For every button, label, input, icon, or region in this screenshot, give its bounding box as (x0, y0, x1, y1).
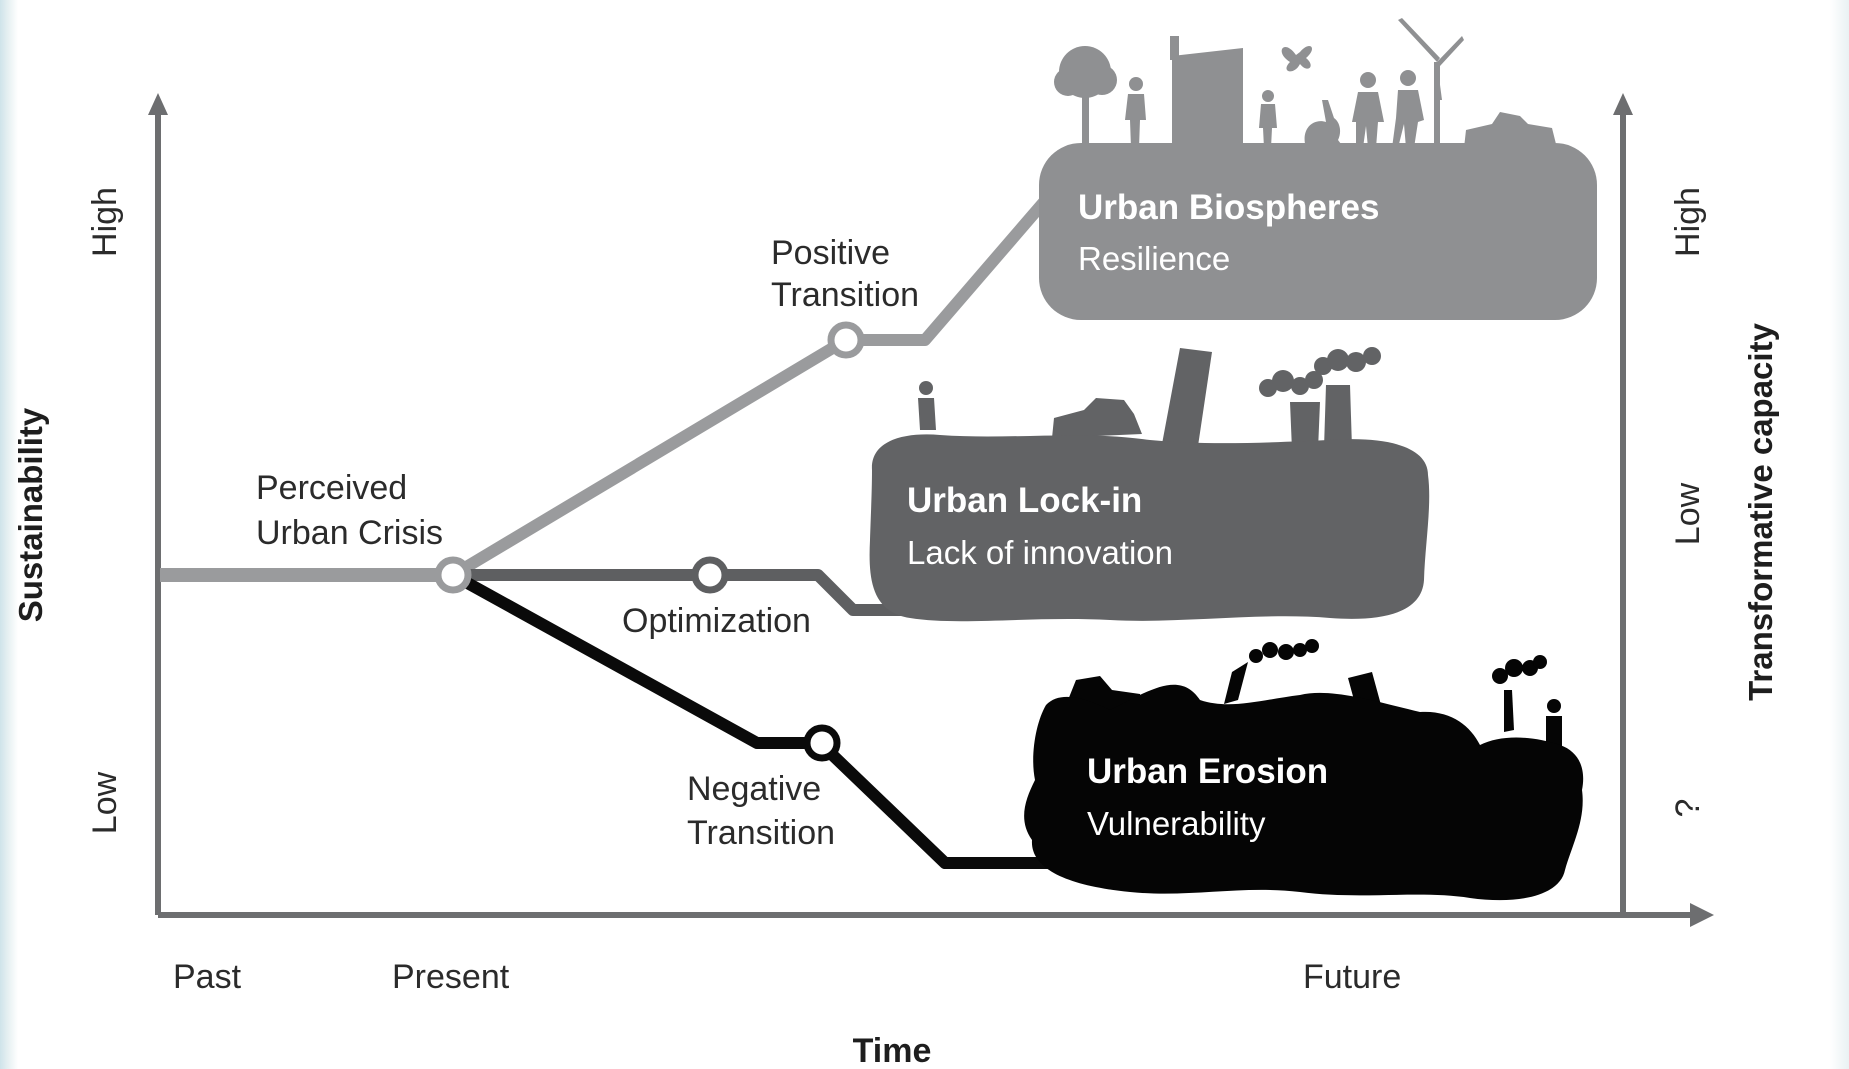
x-axis-title: Time (853, 1032, 932, 1069)
optimization-node (691, 556, 729, 594)
perceived-crisis-label-line2: Urban Crisis (256, 514, 443, 552)
positive-transition-node (827, 321, 865, 359)
urban-biospheres-box (1039, 143, 1597, 320)
y-left-tick-low: Low (86, 771, 124, 834)
axes (148, 93, 1714, 927)
car-icon (1052, 398, 1142, 438)
wind-turbine-icon (1398, 18, 1464, 152)
chimney-icon (1224, 662, 1248, 704)
positive-transition-label-line2: Transition (771, 276, 919, 314)
node-labels: Perceived Urban Crisis Positive Transiti… (256, 234, 919, 852)
negative-transition-node (803, 724, 841, 762)
perceived-crisis-node (434, 556, 472, 594)
person-icon (1547, 699, 1561, 713)
person-icon (1129, 77, 1143, 91)
lockin-silhouettes (918, 347, 1381, 450)
y-right-tick-labels: High Low ? (1669, 187, 1707, 817)
y-left-tick-high: High (86, 187, 124, 257)
urban-biospheres-outcome: Urban Biospheres Resilience (1039, 18, 1597, 320)
biospheres-silhouettes (1054, 18, 1556, 152)
urban-lockin-outcome: Urban Lock-in Lack of innovation (869, 347, 1430, 622)
smoke-icon (1259, 347, 1381, 397)
y-right-tick-mid: Low (1669, 482, 1707, 545)
chimney-icon (1504, 690, 1514, 732)
x-tick-labels: Past Present Future (173, 958, 1401, 996)
urban-erosion-title: Urban Erosion (1087, 752, 1328, 791)
cooling-tower-icon (1290, 402, 1320, 450)
urban-lockin-title: Urban Lock-in (907, 481, 1142, 520)
house-icon (1172, 48, 1243, 148)
y-right-axis-title: Transformative capacity (1742, 322, 1779, 700)
car-icon (1464, 112, 1556, 148)
positive-transition-path (449, 191, 1055, 581)
y-axis-left-arrowhead (148, 93, 168, 115)
x-axis-arrowhead (1690, 903, 1714, 927)
urban-erosion-outcome: Urban Erosion Vulnerability (1024, 639, 1584, 901)
urban-lockin-subtitle: Lack of innovation (907, 534, 1173, 571)
person-icon (919, 381, 933, 395)
y-right-tick-high: High (1669, 187, 1707, 257)
optimization-path (453, 569, 920, 616)
y-right-tick-low: ? (1669, 799, 1707, 818)
optimization-label: Optimization (622, 602, 811, 640)
negative-transition-label-line2: Transition (687, 814, 835, 852)
positive-transition-label-line1: Positive (771, 234, 890, 272)
urban-erosion-box (1024, 684, 1584, 901)
perceived-crisis-label-line1: Perceived (256, 469, 407, 507)
urban-biospheres-title: Urban Biospheres (1078, 188, 1379, 227)
y-left-axis-title: Sustainability (12, 407, 49, 622)
x-tick-present: Present (392, 958, 510, 996)
x-tick-future: Future (1303, 958, 1401, 996)
transition-nodes (434, 321, 865, 762)
tree-icon-trunk (1082, 88, 1089, 148)
cooling-tower-icon (1324, 385, 1352, 448)
urban-erosion-subtitle: Vulnerability (1087, 805, 1266, 842)
chimney-icon (1162, 348, 1212, 446)
y-left-tick-labels: High Low (86, 187, 124, 834)
negative-transition-label-line1: Negative (687, 770, 821, 808)
urban-biospheres-subtitle: Resilience (1078, 240, 1230, 277)
y-axis-right-arrowhead (1613, 93, 1633, 115)
urban-lockin-box (869, 434, 1430, 622)
x-tick-past: Past (173, 958, 242, 996)
butterfly-icon (1281, 45, 1313, 72)
smoke-icon (1249, 639, 1547, 684)
rabbit-icon (1304, 100, 1344, 148)
